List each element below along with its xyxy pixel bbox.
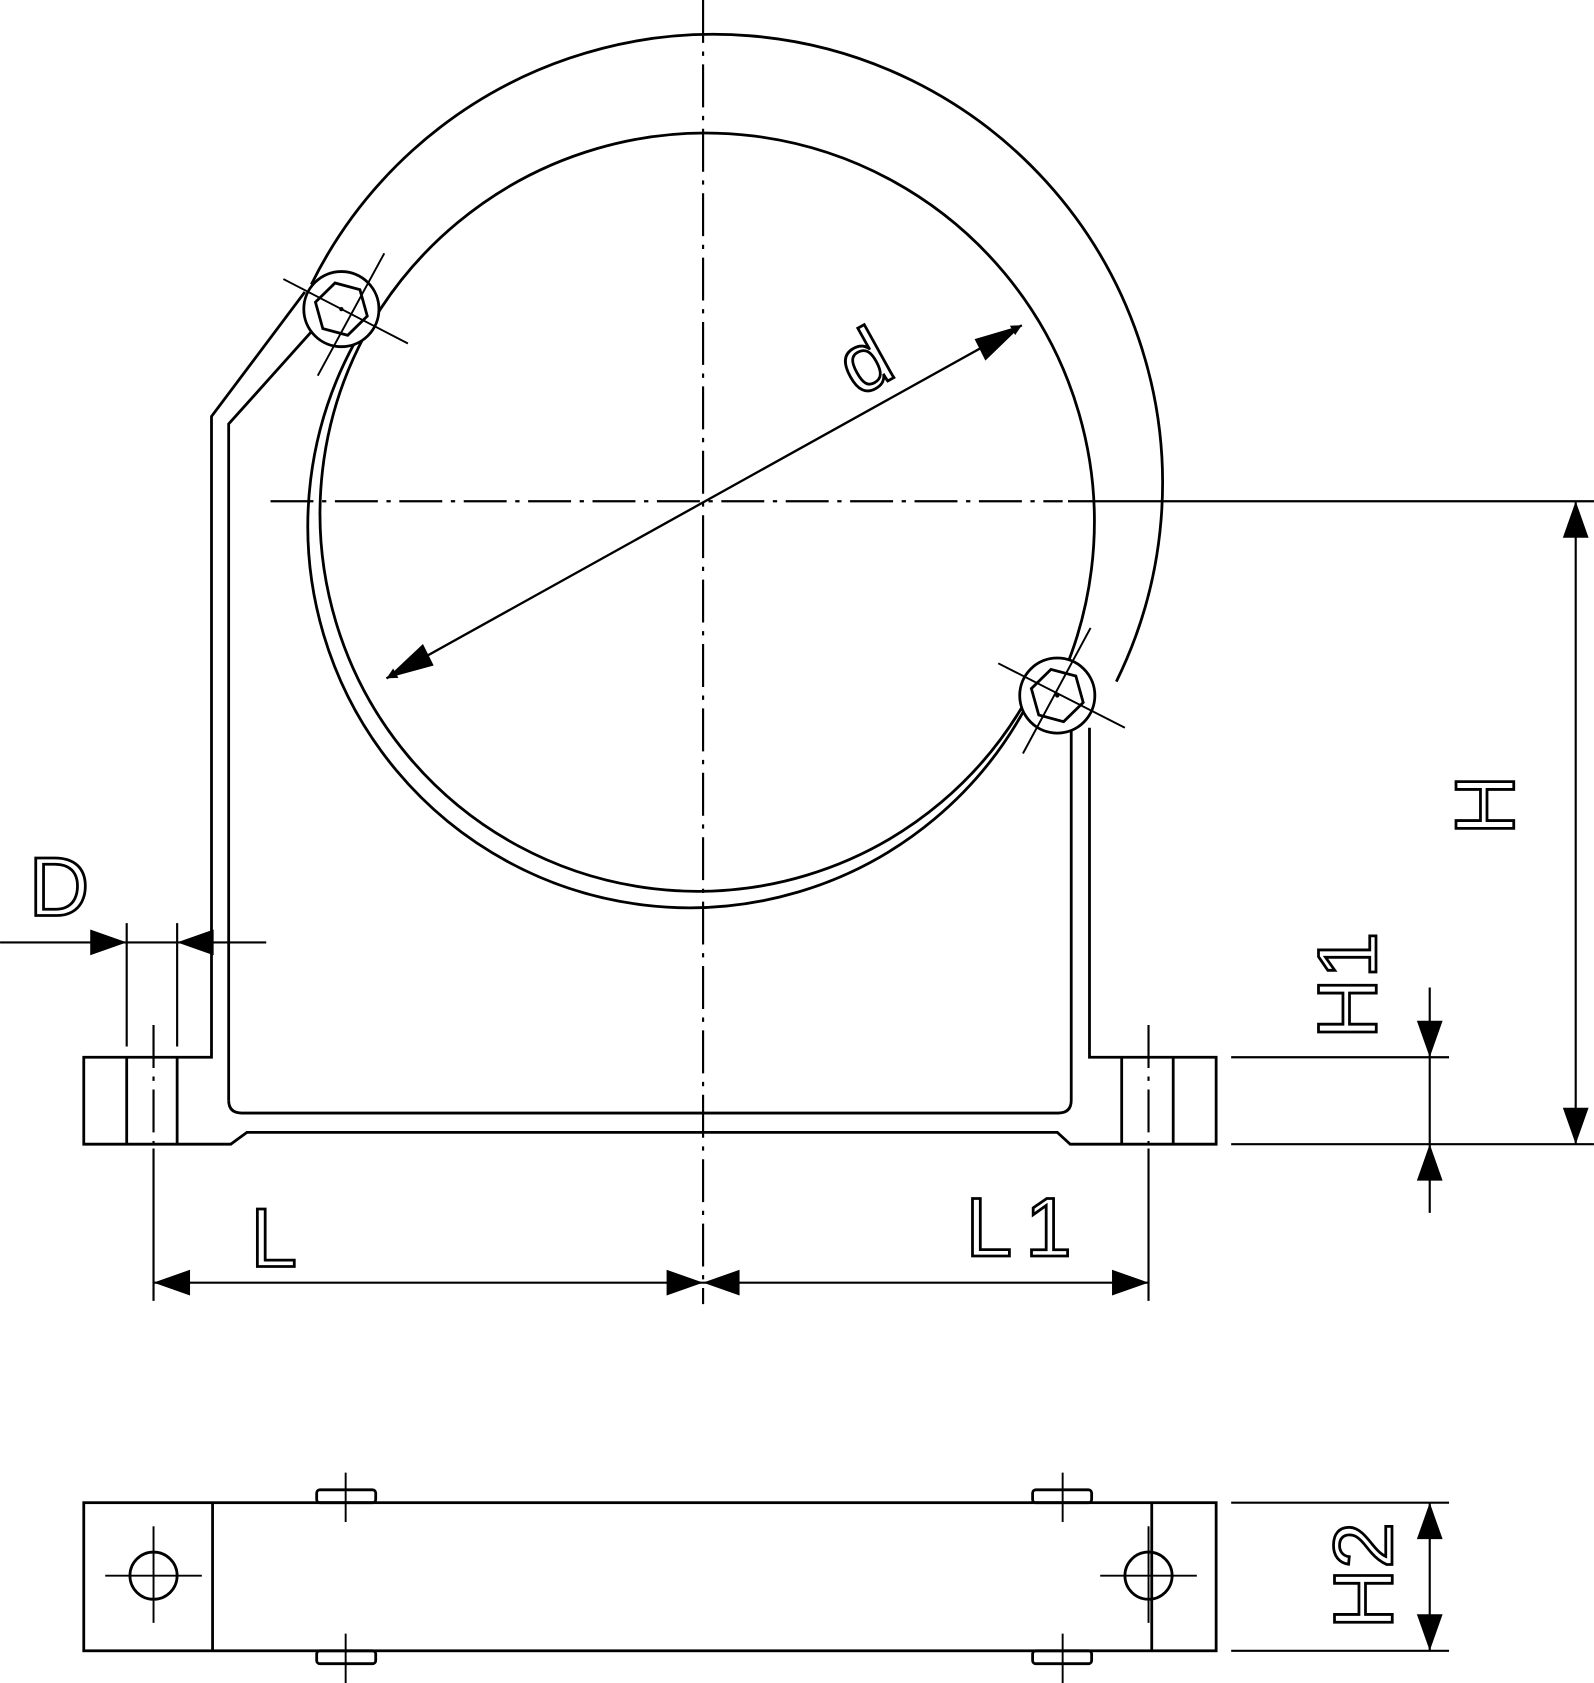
label-H2: H2 <box>1316 1522 1410 1629</box>
pipe-circle <box>318 131 1096 893</box>
nut-bottom-left <box>315 1633 378 1683</box>
label-D: D <box>29 840 89 934</box>
bolt-left <box>282 252 409 377</box>
label-H1: H1 <box>1300 932 1394 1039</box>
clamp-bracket <box>82 291 1218 1146</box>
label-d: d <box>821 309 907 414</box>
bolt-right <box>997 627 1126 754</box>
label-H: H <box>1437 775 1531 835</box>
dimension-H2: H2 <box>1231 1501 1450 1652</box>
nut-bottom-right <box>1031 1633 1094 1683</box>
dimension-H: H <box>1068 500 1594 1146</box>
center-lines <box>152 0 1150 1305</box>
nut-top-left <box>315 1472 378 1522</box>
bottom-view <box>82 1472 1218 1683</box>
clamp-strap <box>306 342 1027 910</box>
dimension-H1: H1 <box>1231 930 1450 1213</box>
dimension-D: D <box>0 838 267 1047</box>
nut-top-right <box>1031 1472 1094 1522</box>
clamp-outer-arc <box>310 32 1164 683</box>
dimension-L: L L1 <box>152 1148 1150 1301</box>
label-L1: L1 <box>966 1180 1085 1274</box>
label-L: L <box>250 1191 297 1285</box>
